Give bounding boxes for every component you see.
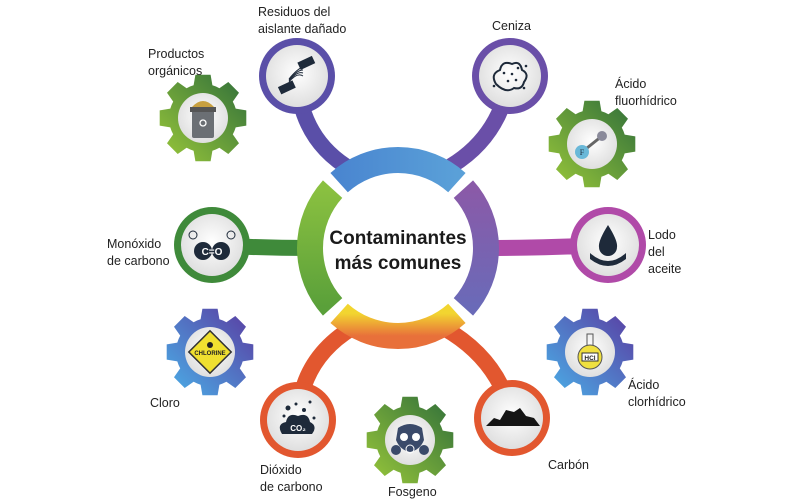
label-lodo: Lodo del aceite — [648, 228, 682, 276]
pin-face — [479, 45, 541, 107]
label-ceniza: Ceniza — [492, 19, 531, 33]
node-fluorhidrico: F — [548, 100, 636, 188]
label-productos: Productos orgánicos — [148, 47, 205, 78]
node-residuos — [259, 38, 335, 114]
label-monoxido: Monóxido de carbono — [107, 237, 170, 268]
svg-text:CO₂: CO₂ — [290, 424, 306, 433]
cable-icon — [277, 55, 316, 95]
oil-drop-icon — [590, 225, 626, 266]
ring-segment-top — [330, 147, 466, 193]
ash-cloud-icon — [492, 61, 528, 92]
label-clorhidrico: Ácido clorhídrico — [628, 378, 686, 409]
label-residuos: Residuos del aislante dañado — [258, 5, 347, 36]
ring-segment-bottom — [330, 303, 466, 349]
node-carbon — [474, 380, 550, 456]
trash-bin-icon — [190, 101, 216, 138]
svg-text:CHLORINE: CHLORINE — [194, 351, 225, 357]
molecule-icon: F — [575, 131, 607, 159]
label-cloro: Cloro — [150, 396, 180, 410]
node-monoxido: C=O — [174, 207, 250, 283]
node-productos — [159, 74, 247, 162]
gas-mask-icon — [391, 424, 429, 455]
node-fosgeno — [366, 396, 454, 484]
label-dioxido: Dióxido de carbono — [260, 463, 323, 494]
pin-face — [266, 45, 328, 107]
co-molecule-icon: C=O — [188, 230, 236, 260]
svg-text:F: F — [580, 148, 585, 157]
node-lodo — [570, 207, 646, 283]
node-cloro: CHLORINE — [166, 308, 254, 396]
node-clorhidrico: HCl — [546, 308, 634, 396]
svg-text:C=O: C=O — [202, 247, 223, 258]
coal-icon — [486, 408, 540, 426]
label-fosgeno: Fosgeno — [388, 485, 437, 499]
svg-text:HCl: HCl — [584, 355, 595, 362]
node-ceniza — [472, 38, 548, 114]
node-dioxido: CO₂ — [260, 382, 336, 458]
label-carbon: Carbón — [548, 458, 589, 472]
label-fluorhidrico: Ácido fluorhídrico — [615, 77, 677, 108]
chlorine-sign-icon: CHLORINE — [187, 329, 233, 375]
ring-segment-right — [453, 180, 499, 316]
ring-segment-left — [297, 180, 343, 316]
co2-cloud-icon: CO₂ — [279, 400, 316, 434]
diagram-title: Contaminantes más comunes — [329, 228, 467, 274]
pin-face — [181, 214, 243, 276]
flask-icon: HCl — [577, 333, 603, 370]
